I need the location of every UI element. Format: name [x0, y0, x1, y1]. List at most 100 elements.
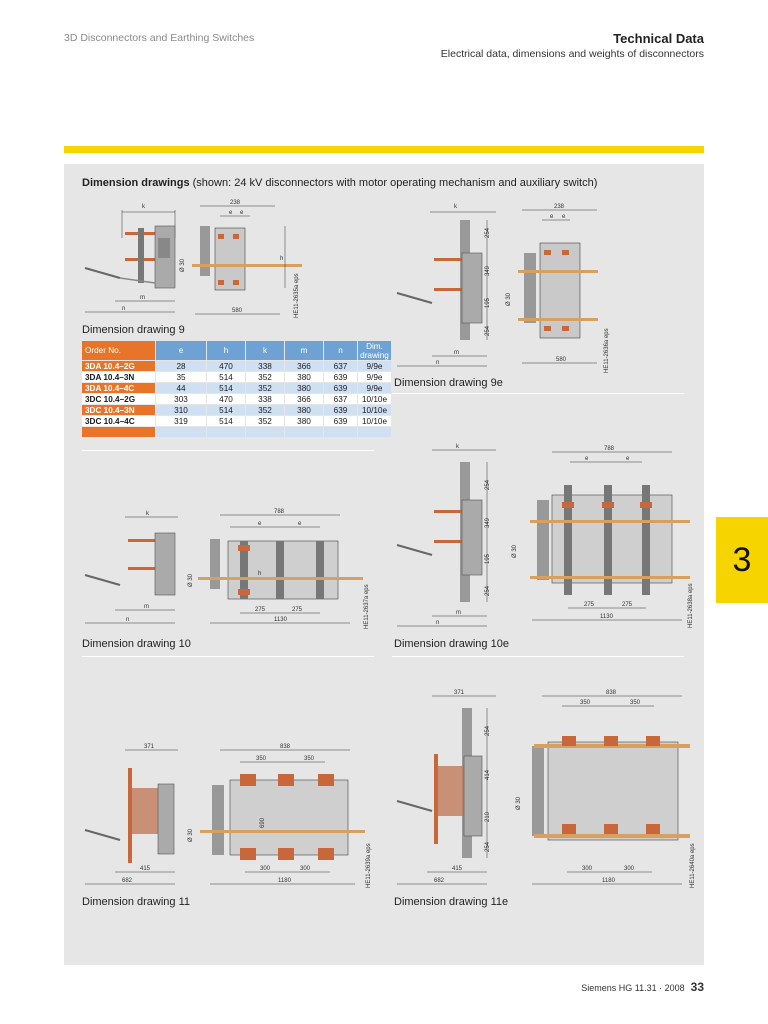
d10-d30-label: Ø 30 — [188, 573, 194, 587]
d9e-k-label: k — [454, 204, 458, 210]
separator — [82, 656, 374, 657]
d11e-1180-label: 1180 — [602, 878, 616, 884]
cell: 380 — [285, 383, 323, 393]
cell: 639 — [324, 405, 357, 415]
d10e-349-label: 349 — [485, 517, 491, 528]
separator — [82, 450, 374, 451]
th-m: m — [285, 341, 323, 360]
cell: 639 — [324, 416, 357, 426]
caption-drawing-9e: Dimension drawing 9e — [394, 377, 503, 389]
cell: 514 — [207, 372, 245, 382]
cell: 3DA 10.4–2G — [82, 361, 155, 371]
order-table: Order No. e h k m n Dim. drawing 3DA 10.… — [81, 340, 392, 438]
d10-code-label: HE11-2637a eps — [364, 584, 370, 629]
cell: 10/10e — [358, 405, 391, 415]
d10-front-view: 788 e e Ø 30 h 275 275 1130 HE11-2637a e… — [188, 509, 370, 629]
d9-front-view: 238 e e Ø 30 h 580 HE11-2635a eps — [180, 200, 302, 318]
cell: 35 — [156, 372, 206, 382]
cell: 3DA 10.4–4C — [82, 383, 155, 393]
d11e-side-view: 371 254 414 210 254 415 682 — [396, 690, 496, 885]
footer-publication: Siemens HG 11.31 · 2008 — [581, 983, 685, 993]
th-e: e — [156, 341, 206, 360]
d9-k-label: k — [142, 204, 146, 210]
cell: 9/9e — [358, 383, 391, 393]
d9-d30-label: Ø 30 — [180, 258, 186, 272]
d11-682-label: 682 — [122, 878, 133, 884]
d9-e2-label: e — [240, 210, 244, 216]
d10-275a-label: 275 — [255, 607, 266, 613]
cell: 3DC 10.4–3N — [82, 405, 155, 415]
d9e-code-label: HE11-2636a eps — [604, 328, 610, 373]
d11e-300a-label: 300 — [582, 866, 593, 872]
d10-n-label: n — [126, 617, 129, 623]
dimension-drawing-10: k m n 788 e e Ø 30 h 275 275 1130 HE11-2… — [84, 509, 370, 629]
d11-415-label: 415 — [140, 866, 151, 872]
d11-1180-label: 1180 — [278, 878, 292, 884]
section-title: 3D Disconnectors and Earthing Switches — [64, 32, 255, 44]
cell — [82, 427, 155, 437]
cell: 303 — [156, 394, 206, 404]
cell: 514 — [207, 383, 245, 393]
d11-350b-label: 350 — [304, 756, 315, 762]
caption-drawing-9: Dimension drawing 9 — [82, 324, 185, 336]
cell: 639 — [324, 372, 357, 382]
d11e-414-label: 414 — [485, 769, 491, 780]
cell: 28 — [156, 361, 206, 371]
caption-drawing-10: Dimension drawing 10 — [82, 638, 191, 650]
d10-788-label: 788 — [274, 509, 285, 515]
cell: 637 — [324, 361, 357, 371]
cell: 44 — [156, 383, 206, 393]
d9-e1-label: e — [229, 210, 233, 216]
separator — [392, 656, 684, 657]
yellow-divider — [64, 146, 704, 153]
separator — [392, 393, 684, 394]
d10e-n-label: n — [436, 620, 439, 626]
cell: 514 — [207, 405, 245, 415]
page-number: 33 — [690, 980, 704, 994]
d11e-682-label: 682 — [434, 878, 445, 884]
cell: 380 — [285, 416, 323, 426]
d9e-e1-label: e — [550, 214, 554, 220]
cell — [324, 427, 357, 437]
d10e-side-view: k 254 349 195 254 m n — [396, 444, 496, 627]
d9-n-label: n — [122, 306, 125, 312]
d11-300b-label: 300 — [300, 866, 311, 872]
d10e-d30-label: Ø 30 — [512, 544, 518, 558]
d9-580-label: 580 — [232, 308, 243, 314]
cell: 380 — [285, 405, 323, 415]
d10e-788-label: 788 — [604, 446, 615, 452]
dimension-drawing-11e: 371 254 414 210 254 415 682 838 350 350 … — [396, 690, 696, 888]
cell: 319 — [156, 416, 206, 426]
d11-front-view: 838 350 350 Ø 30 690 300 300 1180 HE11-2… — [188, 744, 372, 888]
d10e-275a-label: 275 — [584, 602, 595, 608]
d9e-580-label: 580 — [556, 357, 567, 363]
dimension-drawing-11: 371 415 682 838 350 350 Ø 30 690 300 300… — [84, 744, 372, 888]
d10-h-label: h — [258, 571, 261, 577]
d9-238-label: 238 — [230, 200, 241, 206]
d10-1130-label: 1130 — [274, 617, 288, 623]
cell: 366 — [285, 394, 323, 404]
page-subtitle: Electrical data, dimensions and weights … — [440, 48, 704, 60]
d9e-195-label: 195 — [485, 297, 491, 308]
cell: 310 — [156, 405, 206, 415]
d9e-front-view: 238 e e Ø 30 580 HE11-2636a eps — [506, 204, 610, 373]
order-table-wrap: Order No. e h k m n Dim. drawing 3DA 10.… — [81, 340, 392, 438]
cell — [285, 427, 323, 437]
d9-side-view: k m n — [84, 204, 176, 313]
cell: 514 — [207, 416, 245, 426]
d11e-415-label: 415 — [452, 866, 463, 872]
d9e-254a-label: 254 — [485, 227, 491, 238]
d11-d30-label: Ø 30 — [188, 828, 194, 842]
cell: 9/9e — [358, 372, 391, 382]
d9e-254b-label: 254 — [485, 325, 491, 336]
cell: 3DC 10.4–2G — [82, 394, 155, 404]
panel-heading: Dimension drawings (shown: 24 kV disconn… — [82, 177, 597, 189]
d11e-front-view: 838 350 350 Ø 30 300 300 1180 HE11-2640a… — [516, 690, 696, 888]
d9e-238-label: 238 — [554, 204, 565, 210]
cell: 3DC 10.4–4C — [82, 416, 155, 426]
d9e-n-label: n — [436, 360, 439, 366]
cell: 637 — [324, 394, 357, 404]
